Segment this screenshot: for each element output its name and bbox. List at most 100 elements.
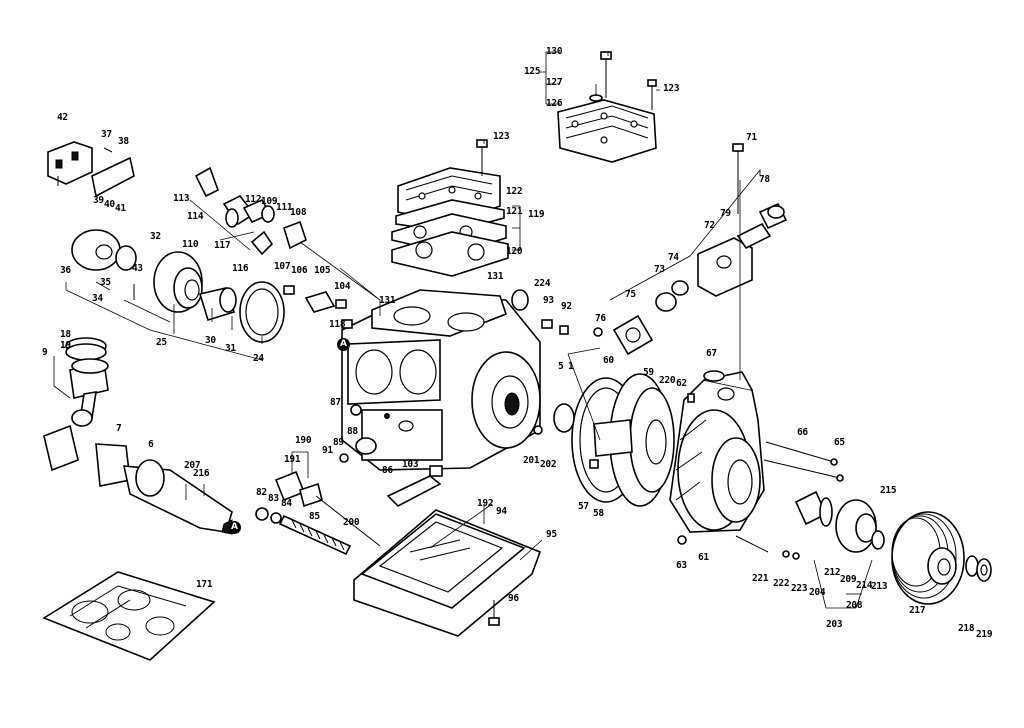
part-number: 113 (173, 193, 190, 204)
part-number: 218 (958, 623, 975, 634)
part-number: 31 (225, 343, 236, 354)
gasket-set-171 (42, 571, 216, 661)
washer-218-219 (965, 555, 992, 582)
gasket-24 (239, 281, 285, 343)
part-number: 19 (60, 340, 71, 351)
part-number: 111 (276, 202, 293, 213)
part-number: 89 (333, 437, 344, 448)
part-number: 76 (595, 313, 606, 324)
part-number: 63 (676, 560, 687, 571)
part-number: 214 (856, 580, 873, 591)
small-flange-parts (283, 285, 353, 329)
misc-right-small-parts (511, 143, 800, 560)
piston-assembly (65, 337, 109, 427)
service-valve-72 (697, 202, 788, 297)
part-number: 79 (720, 208, 731, 219)
part-number: 105 (314, 265, 331, 276)
part-number: 57 (578, 501, 589, 512)
part-number: 126 (546, 98, 563, 109)
part-number: 86 (382, 465, 393, 476)
part-number: 72 (704, 220, 715, 231)
part-number: 131 (487, 271, 504, 282)
part-number: 91 (322, 445, 333, 456)
bearing-30 (198, 287, 237, 321)
reference-marker-a: A (337, 338, 350, 351)
part-number: 39 (93, 195, 104, 206)
part-number: 109 (261, 196, 278, 207)
part-number: 75 (625, 289, 636, 300)
part-number: 116 (232, 263, 249, 274)
part-number: 71 (746, 132, 757, 143)
crankshaft (43, 424, 233, 535)
part-number: 220 (659, 375, 676, 386)
part-number: 117 (214, 240, 231, 251)
suction-valve-parts (194, 166, 307, 256)
part-number: 215 (880, 485, 897, 496)
part-number: 118 (329, 319, 346, 330)
valve-block-42 (47, 141, 93, 186)
part-number: 37 (101, 129, 112, 140)
part-number: 84 (281, 498, 292, 509)
part-number: 223 (791, 583, 808, 594)
part-number: 212 (824, 567, 841, 578)
part-number: 6 (148, 439, 154, 450)
part-number: 213 (871, 581, 888, 592)
part-number: 62 (676, 378, 687, 389)
part-number: 108 (290, 207, 307, 218)
part-number: 61 (698, 552, 709, 563)
part-number: 191 (284, 454, 301, 465)
part-number: 123 (663, 83, 680, 94)
part-number: 67 (706, 348, 717, 359)
bearing-cover-59 (593, 373, 675, 507)
part-number: 204 (809, 587, 826, 598)
part-number: 192 (477, 498, 494, 509)
bolts-65-66 (735, 441, 844, 553)
part-number: 83 (268, 493, 279, 504)
motor-end-housing (669, 371, 765, 533)
oil-sight-parts (339, 404, 443, 507)
part-number: 121 (506, 206, 523, 217)
part-number: 123 (493, 131, 510, 142)
part-number: 82 (256, 487, 267, 498)
part-number: 130 (546, 46, 563, 57)
part-number: 131 (379, 295, 396, 306)
shaft-seal-parts (794, 490, 885, 553)
part-number: 73 (654, 264, 665, 275)
part-number: 43 (132, 263, 143, 274)
part-number: 78 (759, 174, 770, 185)
part-number: 35 (100, 277, 111, 288)
part-number: 58 (593, 508, 604, 519)
part-number: 127 (546, 77, 563, 88)
part-number: 219 (976, 629, 993, 640)
part-number: 122 (506, 186, 523, 197)
part-number: 1 (568, 361, 574, 372)
part-number: 221 (752, 573, 769, 584)
part-number: 92 (561, 301, 572, 312)
part-number: 40 (104, 199, 115, 210)
part-number: 224 (534, 278, 551, 289)
part-number: 217 (909, 605, 926, 616)
oil-pump-valve-190 (274, 470, 381, 547)
head-bolts-top (589, 51, 657, 110)
part-number: 208 (846, 600, 863, 611)
part-number: 66 (797, 427, 808, 438)
part-number: 119 (528, 209, 545, 220)
part-number: 7 (116, 423, 122, 434)
part-number: 95 (546, 529, 557, 540)
part-number: 36 (60, 265, 71, 276)
part-number: 106 (291, 265, 308, 276)
bearing-housing-25 (153, 251, 203, 313)
part-number: 203 (826, 619, 843, 630)
reference-marker-a: A (228, 521, 241, 534)
part-number: 25 (156, 337, 167, 348)
part-number: 107 (274, 261, 291, 272)
part-number: 41 (115, 203, 126, 214)
part-number: 9 (42, 347, 48, 358)
flange-75 (612, 280, 689, 356)
crankcase (341, 289, 541, 471)
part-number: 171 (196, 579, 213, 590)
pulley-217 (891, 511, 965, 605)
part-number: 201 (523, 455, 540, 466)
